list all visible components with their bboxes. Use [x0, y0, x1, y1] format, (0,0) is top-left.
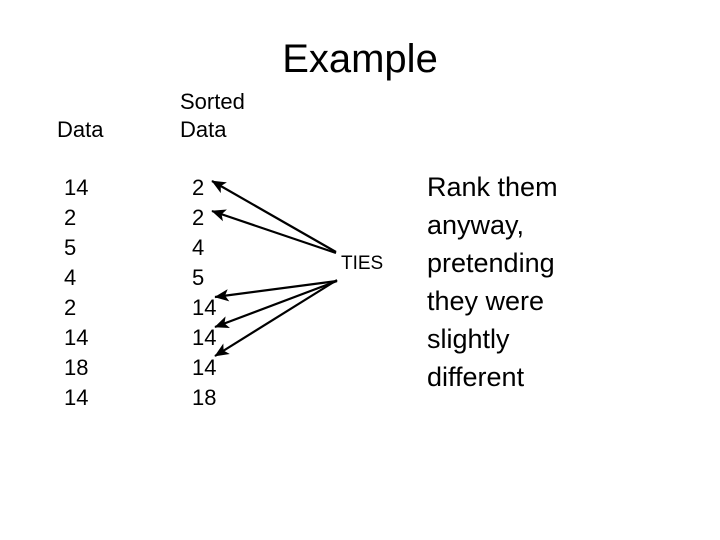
side-note-text: Rank them anyway, pretending they were s… [427, 168, 622, 396]
tie-arrow-to-third-14 [214, 279, 338, 357]
tie-arrow-to-first-14 [214, 279, 338, 302]
data-cell: 5 [64, 235, 77, 260]
side-note-line: slightly [427, 324, 510, 354]
side-note-line: Rank them [427, 172, 558, 202]
ties-label: TIES [341, 253, 384, 274]
data-cell: 14 [64, 325, 89, 350]
sorted-data-cell: 18 [192, 385, 217, 410]
data-cell: 14 [64, 175, 89, 200]
data-cell: 4 [64, 265, 77, 290]
side-note-line: different [427, 362, 525, 392]
side-note-line: they were [427, 286, 545, 316]
sorted-data-cell: 14 [192, 325, 217, 350]
data-cell: 18 [64, 355, 89, 380]
tie-arrow-to-first-2 [211, 180, 337, 253]
sorted-data-column-values: 2 2 4 5 14 14 14 18 [192, 173, 216, 413]
column-header-data: Data [57, 117, 104, 142]
data-cell: 2 [64, 205, 77, 230]
data-cell: 2 [64, 295, 77, 320]
tie-arrow-to-second-2 [211, 209, 337, 255]
sorted-data-cell: 2 [192, 175, 205, 200]
sorted-data-cell: 2 [192, 205, 205, 230]
page-title: Example [282, 37, 438, 81]
sorted-data-cell: 4 [192, 235, 205, 260]
tie-arrow-to-second-14 [214, 279, 338, 329]
sorted-data-cell: 14 [192, 355, 217, 380]
side-note-line: anyway, [427, 210, 525, 240]
data-cell: 14 [64, 385, 89, 410]
sorted-data-cell: 14 [192, 295, 217, 320]
sorted-data-cell: 5 [192, 265, 205, 290]
data-column-values: 14 2 5 4 2 14 18 14 [64, 173, 88, 413]
side-note-line: pretending [427, 248, 555, 278]
column-header-sorted-data: Sorted Data [180, 89, 245, 142]
